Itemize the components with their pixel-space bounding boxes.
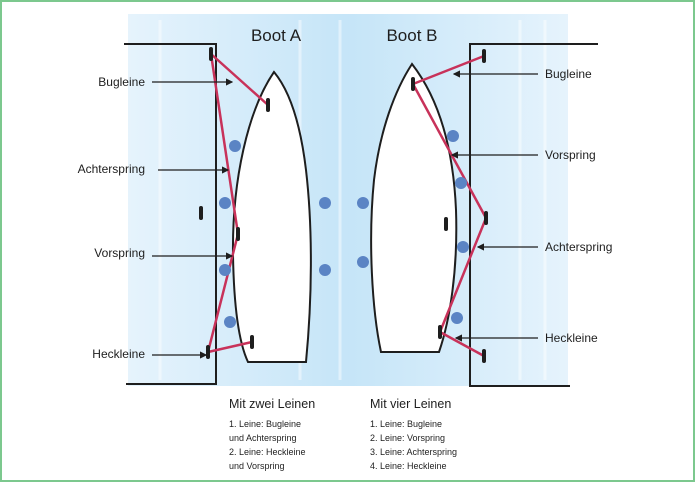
boat-b-vorspring-line [411,82,488,220]
caption-b-list: 1. Leine: Bugleine 2. Leine: Vorspring 3… [370,417,500,473]
label-a-achterspring: Achterspring [78,162,145,176]
caption-b-item: 2. Leine: Vorspring [370,433,446,443]
caption-a-item: 2. Leine: Heckleine [229,447,306,457]
boat-a-achterspring-line [209,52,240,236]
fender-icon [219,264,231,276]
fender-icon [447,130,459,142]
fender-icon [457,241,469,253]
caption-a-item: 1. Leine: Bugleine [229,419,302,429]
pier-left [124,43,217,385]
fender-icon [357,197,369,209]
fender-icon [451,312,463,324]
label-a-vorspring: Vorspring [94,246,145,260]
boat-b-title: Boot B [386,26,437,45]
fenders [219,130,469,328]
mooring-lines [206,52,488,358]
caption-b-item: 4. Leine: Heckleine [370,461,447,471]
caption-b-item: 1. Leine: Bugleine [370,419,443,429]
boat-a-bugleine-line [209,52,270,107]
caption-boat-a: Mit zwei Leinen 1. Leine: Bugleine und A… [229,397,339,473]
fender-icon [219,197,231,209]
pier-right [469,43,598,387]
water-area [128,14,568,386]
caption-b-item: 3. Leine: Achterspring [370,447,458,457]
label-pointers [152,70,538,359]
caption-boat-b: Mit vier Leinen 1. Leine: Bugleine 2. Le… [370,397,500,473]
boat-b-achterspring-line [438,216,488,334]
cleats [199,47,488,363]
label-b-heckleine: Heckleine [545,331,598,345]
label-a-heckleine: Heckleine [92,347,145,361]
label-b-achterspring: Achterspring [545,240,612,254]
fender-icon [319,264,331,276]
label-b-vorspring: Vorspring [545,148,596,162]
fender-icon [224,316,236,328]
fender-icon [319,197,331,209]
boat-b-bugleine-line [411,54,486,86]
fender-icon [229,140,241,152]
caption-a-item: und Vorspring [229,461,285,471]
caption-a-item: und Achterspring [229,433,297,443]
fender-icon [357,256,369,268]
caption-b-title: Mit vier Leinen [370,397,452,411]
label-b-bugleine: Bugleine [545,67,592,81]
boat-b-heckleine-line [438,330,486,358]
fender-icon [455,177,467,189]
boat-a-heckleine-line [206,340,254,354]
label-a-bugleine: Bugleine [98,75,145,89]
caption-a-title: Mit zwei Leinen [229,397,316,411]
caption-a-list: 1. Leine: Bugleine und Achterspring 2. L… [229,417,339,473]
boat-a-title: Boot A [251,26,302,45]
boat-a-hull [231,70,312,363]
boat-b-hull [370,62,458,353]
